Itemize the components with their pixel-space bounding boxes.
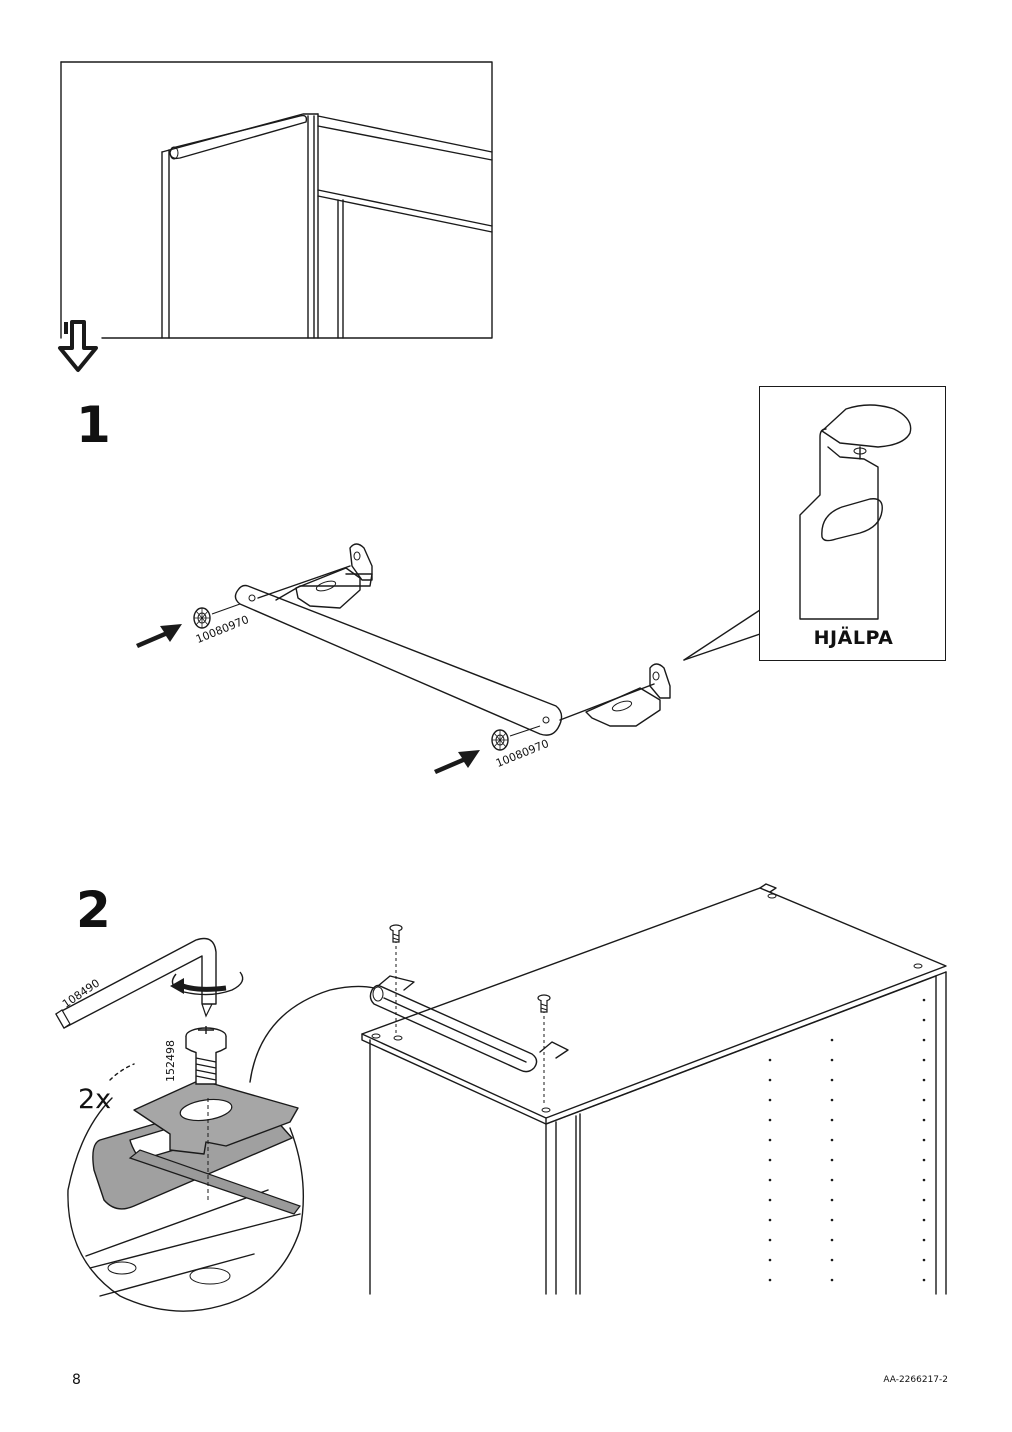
document-id: AA-2266217-2: [883, 1375, 948, 1385]
page-number: 8: [72, 1372, 81, 1388]
quantity-label: 2x: [78, 1084, 112, 1115]
hjalpa-label: HJÄLPA: [813, 627, 894, 649]
step-1-number: 1: [76, 396, 111, 454]
down-arrow-icon: [58, 320, 98, 372]
hjalpa-detail-box: HJÄLPA: [759, 386, 946, 661]
hook-bracket-illustration: [799, 404, 912, 620]
step-2-number: 2: [76, 881, 111, 939]
